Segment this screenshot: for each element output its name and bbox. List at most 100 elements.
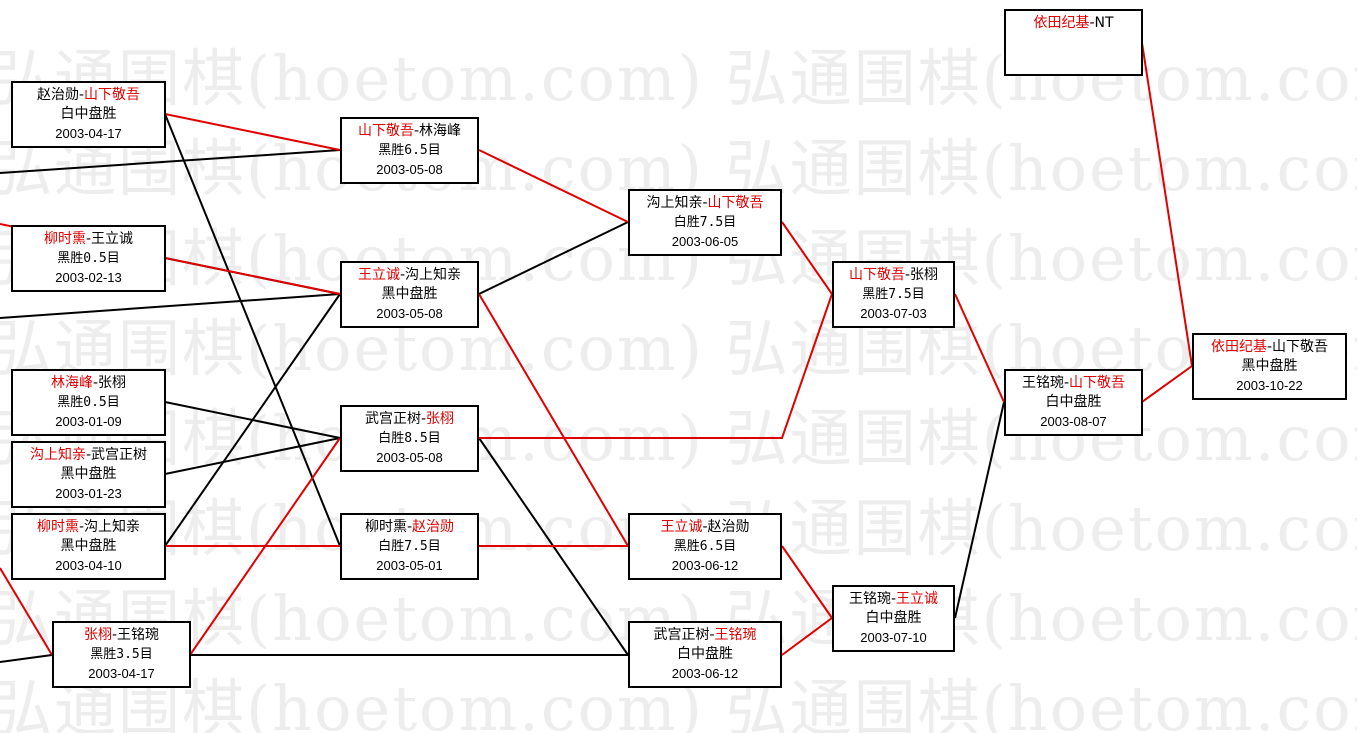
player-black: 武宫正树 [653, 627, 710, 643]
match-players: 柳时熏-王立诚 [43, 231, 134, 247]
match-players: 王立诚-沟上知亲 [357, 267, 462, 283]
match-result: 黑胜0.5目 [57, 251, 120, 266]
player-black: 依田纪基 [1210, 339, 1267, 355]
match-box: 王铭琬-王立诚 白中盘胜 2003-07-10 [832, 585, 955, 652]
match-box: 沟上知亲-武宫正树 黑中盘胜 2003-01-23 [11, 441, 166, 508]
match-result: 白中盘胜 [865, 610, 922, 626]
match-date: 2003-05-01 [376, 558, 443, 573]
bracket-line [954, 401, 1005, 619]
match-result: 黑胜6.5目 [673, 539, 737, 554]
match-players: 王立诚-赵治勋 [660, 519, 750, 535]
player-white: 赵治勋 [707, 519, 750, 535]
match-players: 林海峰-张栩 [50, 375, 127, 391]
match-result: 白中盘胜 [60, 106, 117, 122]
bracket-line [1141, 42, 1193, 367]
bracket-line [164, 437, 341, 475]
match-date: 2003-05-08 [376, 450, 443, 465]
match-result: 黑中盘胜 [60, 538, 117, 554]
match-box: 赵治勋-山下敬吾 白中盘胜 2003-04-17 [11, 81, 166, 148]
bracket-line [954, 293, 1005, 403]
player-white: 张栩 [98, 375, 127, 391]
player-black: 柳时熏 [43, 231, 86, 247]
player-white: 沟上知亲 [84, 519, 141, 535]
player-white: 山下敬吾 [1069, 375, 1126, 391]
match-players: 张栩-王铭琬 [83, 627, 160, 643]
bracket-line [479, 293, 833, 439]
player-white: 王立诚 [896, 591, 939, 607]
match-date: 2003-02-13 [55, 270, 122, 285]
match-box: 沟上知亲-山下敬吾 白胜7.5目 2003-06-05 [628, 189, 782, 256]
match-result: 白胜8.5目 [378, 431, 441, 446]
match-players: 山下敬吾-林海峰 [357, 123, 462, 139]
match-box: 武宫正树-王铭琬 白中盘胜 2003-06-12 [628, 621, 782, 688]
player-black: 林海峰 [50, 375, 93, 391]
match-box: 柳时熏-王立诚 黑胜0.5目 2003-02-13 [11, 225, 166, 292]
player-black: 沟上知亲 [646, 195, 703, 211]
player-white: 林海峰 [419, 123, 462, 139]
bracket-line [164, 113, 341, 151]
match-box: 王立诚-沟上知亲 黑中盘胜 2003-05-08 [340, 261, 479, 328]
match-date: 2003-01-23 [55, 486, 122, 501]
match-date: 2003-08-07 [1040, 414, 1107, 429]
player-white: 山下敬吾 [1272, 339, 1329, 355]
match-players: 沟上知亲-山下敬吾 [646, 195, 764, 211]
match-date: 2003-06-05 [671, 234, 739, 249]
player-white: 王铭琬 [117, 627, 160, 643]
player-white: 赵治勋 [412, 519, 455, 535]
match-players: 柳时熏-沟上知亲 [36, 519, 141, 535]
match-box: 山下敬吾-张栩 黑胜7.5目 2003-07-03 [832, 261, 955, 328]
player-black: 张栩 [83, 627, 112, 643]
bracket-line [189, 437, 341, 656]
match-result: 黑胜6.5目 [378, 143, 441, 158]
match-box: 林海峰-张栩 黑胜0.5目 2003-01-09 [11, 369, 166, 436]
bracket-line [0, 654, 53, 663]
match-date: 2003-06-12 [671, 558, 739, 573]
match-players: 山下敬吾-张栩 [848, 267, 939, 283]
match-box: 王铭琬-山下敬吾 白中盘胜 2003-08-07 [1004, 369, 1143, 436]
player-black: 王立诚 [660, 519, 703, 535]
match-box: 柳时熏-沟上知亲 黑中盘胜 2003-04-10 [11, 513, 166, 580]
match-result: 黑胜0.5目 [57, 395, 120, 410]
match-result: 白胜7.5目 [378, 539, 441, 554]
player-black: 山下敬吾 [848, 267, 905, 283]
match-box-final: 依田纪基-山下敬吾 黑中盘胜 2003-10-22 [1192, 333, 1347, 400]
match-date: 2003-07-10 [860, 630, 927, 645]
bracket-line [781, 617, 833, 656]
match-players: 王铭琬-王立诚 [848, 591, 939, 607]
match-players: 赵治勋-山下敬吾 [36, 87, 141, 103]
match-date: 2003-05-08 [376, 162, 443, 177]
player-white: 山下敬吾 [707, 195, 764, 211]
player-white: 山下敬吾 [84, 87, 141, 103]
bracket-line [781, 221, 833, 295]
bracket-line [0, 293, 341, 319]
match-result: 白中盘胜 [677, 646, 733, 662]
match-players: 王铭琬-山下敬吾 [1021, 375, 1126, 391]
match-date: 2003-06-12 [671, 666, 739, 681]
match-box: 山下敬吾-林海峰 黑胜6.5目 2003-05-08 [340, 117, 479, 184]
player-white: NT [1094, 15, 1114, 31]
match-box: 张栩-王铭琬 黑胜3.5目 2003-04-17 [52, 621, 191, 688]
match-players: 依田纪基-山下敬吾 [1210, 339, 1329, 355]
player-black: 王铭琬 [1021, 375, 1064, 391]
match-date: 2003-10-22 [1236, 378, 1303, 393]
bracket-line [164, 113, 341, 547]
player-black: 沟上知亲 [29, 447, 86, 463]
match-date: 2003-04-17 [88, 666, 155, 681]
match-result: 黑中盘胜 [1241, 358, 1298, 374]
match-box: 依田纪基-NT [1004, 9, 1143, 76]
player-black: 依田纪基 [1033, 15, 1090, 31]
player-black: 王铭琬 [848, 591, 891, 607]
match-result: 黑胜3.5目 [90, 647, 153, 662]
player-white: 张栩 [910, 267, 939, 283]
bracket-line [164, 293, 341, 547]
match-players: 依田纪基-NT [1033, 15, 1114, 31]
match-date: 2003-01-09 [55, 414, 122, 429]
player-white: 王立诚 [91, 231, 134, 247]
match-date: 2003-04-10 [55, 558, 122, 573]
match-players: 武宫正树-王铭琬 [653, 627, 757, 643]
match-box: 王立诚-赵治勋 黑胜6.5目 2003-06-12 [628, 513, 782, 580]
match-date: 2003-05-08 [376, 306, 443, 321]
match-result: 黑中盘胜 [60, 466, 117, 482]
match-date: 2003-04-17 [55, 126, 122, 141]
